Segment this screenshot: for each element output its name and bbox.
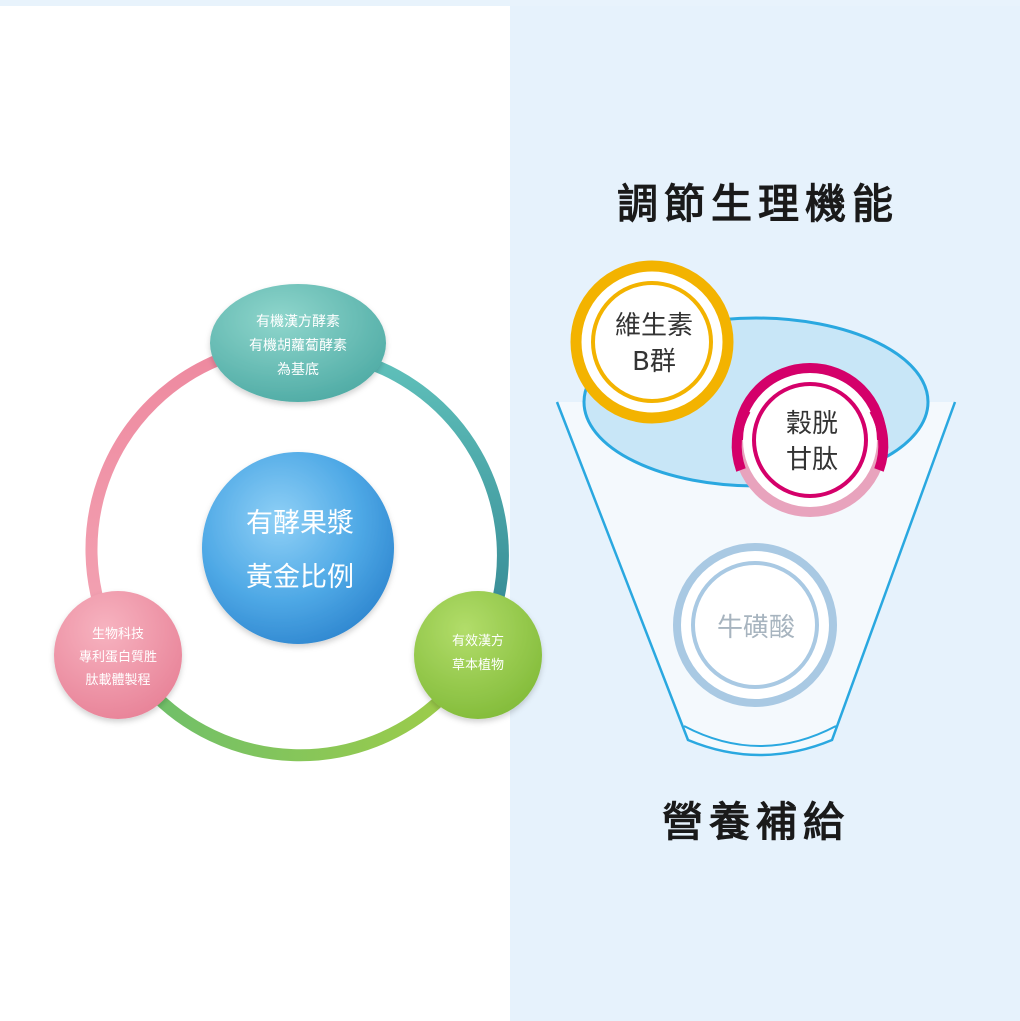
green-arc [144,684,446,762]
center-node: 有酵果漿 黃金比例 [202,452,394,644]
top-strip [0,0,1020,6]
cycle-ring [85,354,509,762]
right-bottom-title: 營養補給 [662,798,850,846]
ring-glutathione-line2: 甘肽 [786,445,838,475]
left-node-line1: 生物科技 [92,627,144,642]
right-node-line2: 草本植物 [452,658,504,673]
ring-taurine-label: 牛磺酸 [717,613,795,643]
top-node-line1: 有機漢方酵素 [256,314,340,330]
top-node-line2: 有機胡蘿蔔酵素 [249,338,347,354]
center-line2: 黃金比例 [246,562,354,593]
right-title: 調節生理機能 [617,180,899,228]
center-line1: 有酵果漿 [246,508,354,539]
ring-vitamin-b-line2: B群 [632,347,676,377]
top-node: 有機漢方酵素 有機胡蘿蔔酵素 為基底 [210,284,386,402]
left-node: 生物科技 專利蛋白質胜 肽載體製程 [54,591,182,719]
teal-arc [354,354,509,606]
ring-taurine: 牛磺酸 [673,543,837,707]
ring-glutathione: 穀胱 甘肽 [731,363,889,517]
right-node: 有效漢方 草本植物 [414,591,542,719]
ring-vitamin-b: 維生素 B群 [570,260,734,424]
top-node-line3: 為基底 [277,361,319,378]
left-node-line3: 肽載體製程 [85,673,150,688]
right-node-line1: 有效漢方 [452,633,504,649]
ring-glutathione-line1: 穀胱 [786,409,838,439]
left-node-line2: 專利蛋白質胜 [79,649,157,665]
ring-vitamin-b-line1: 維生素 [615,311,693,341]
pink-arc [85,354,224,636]
